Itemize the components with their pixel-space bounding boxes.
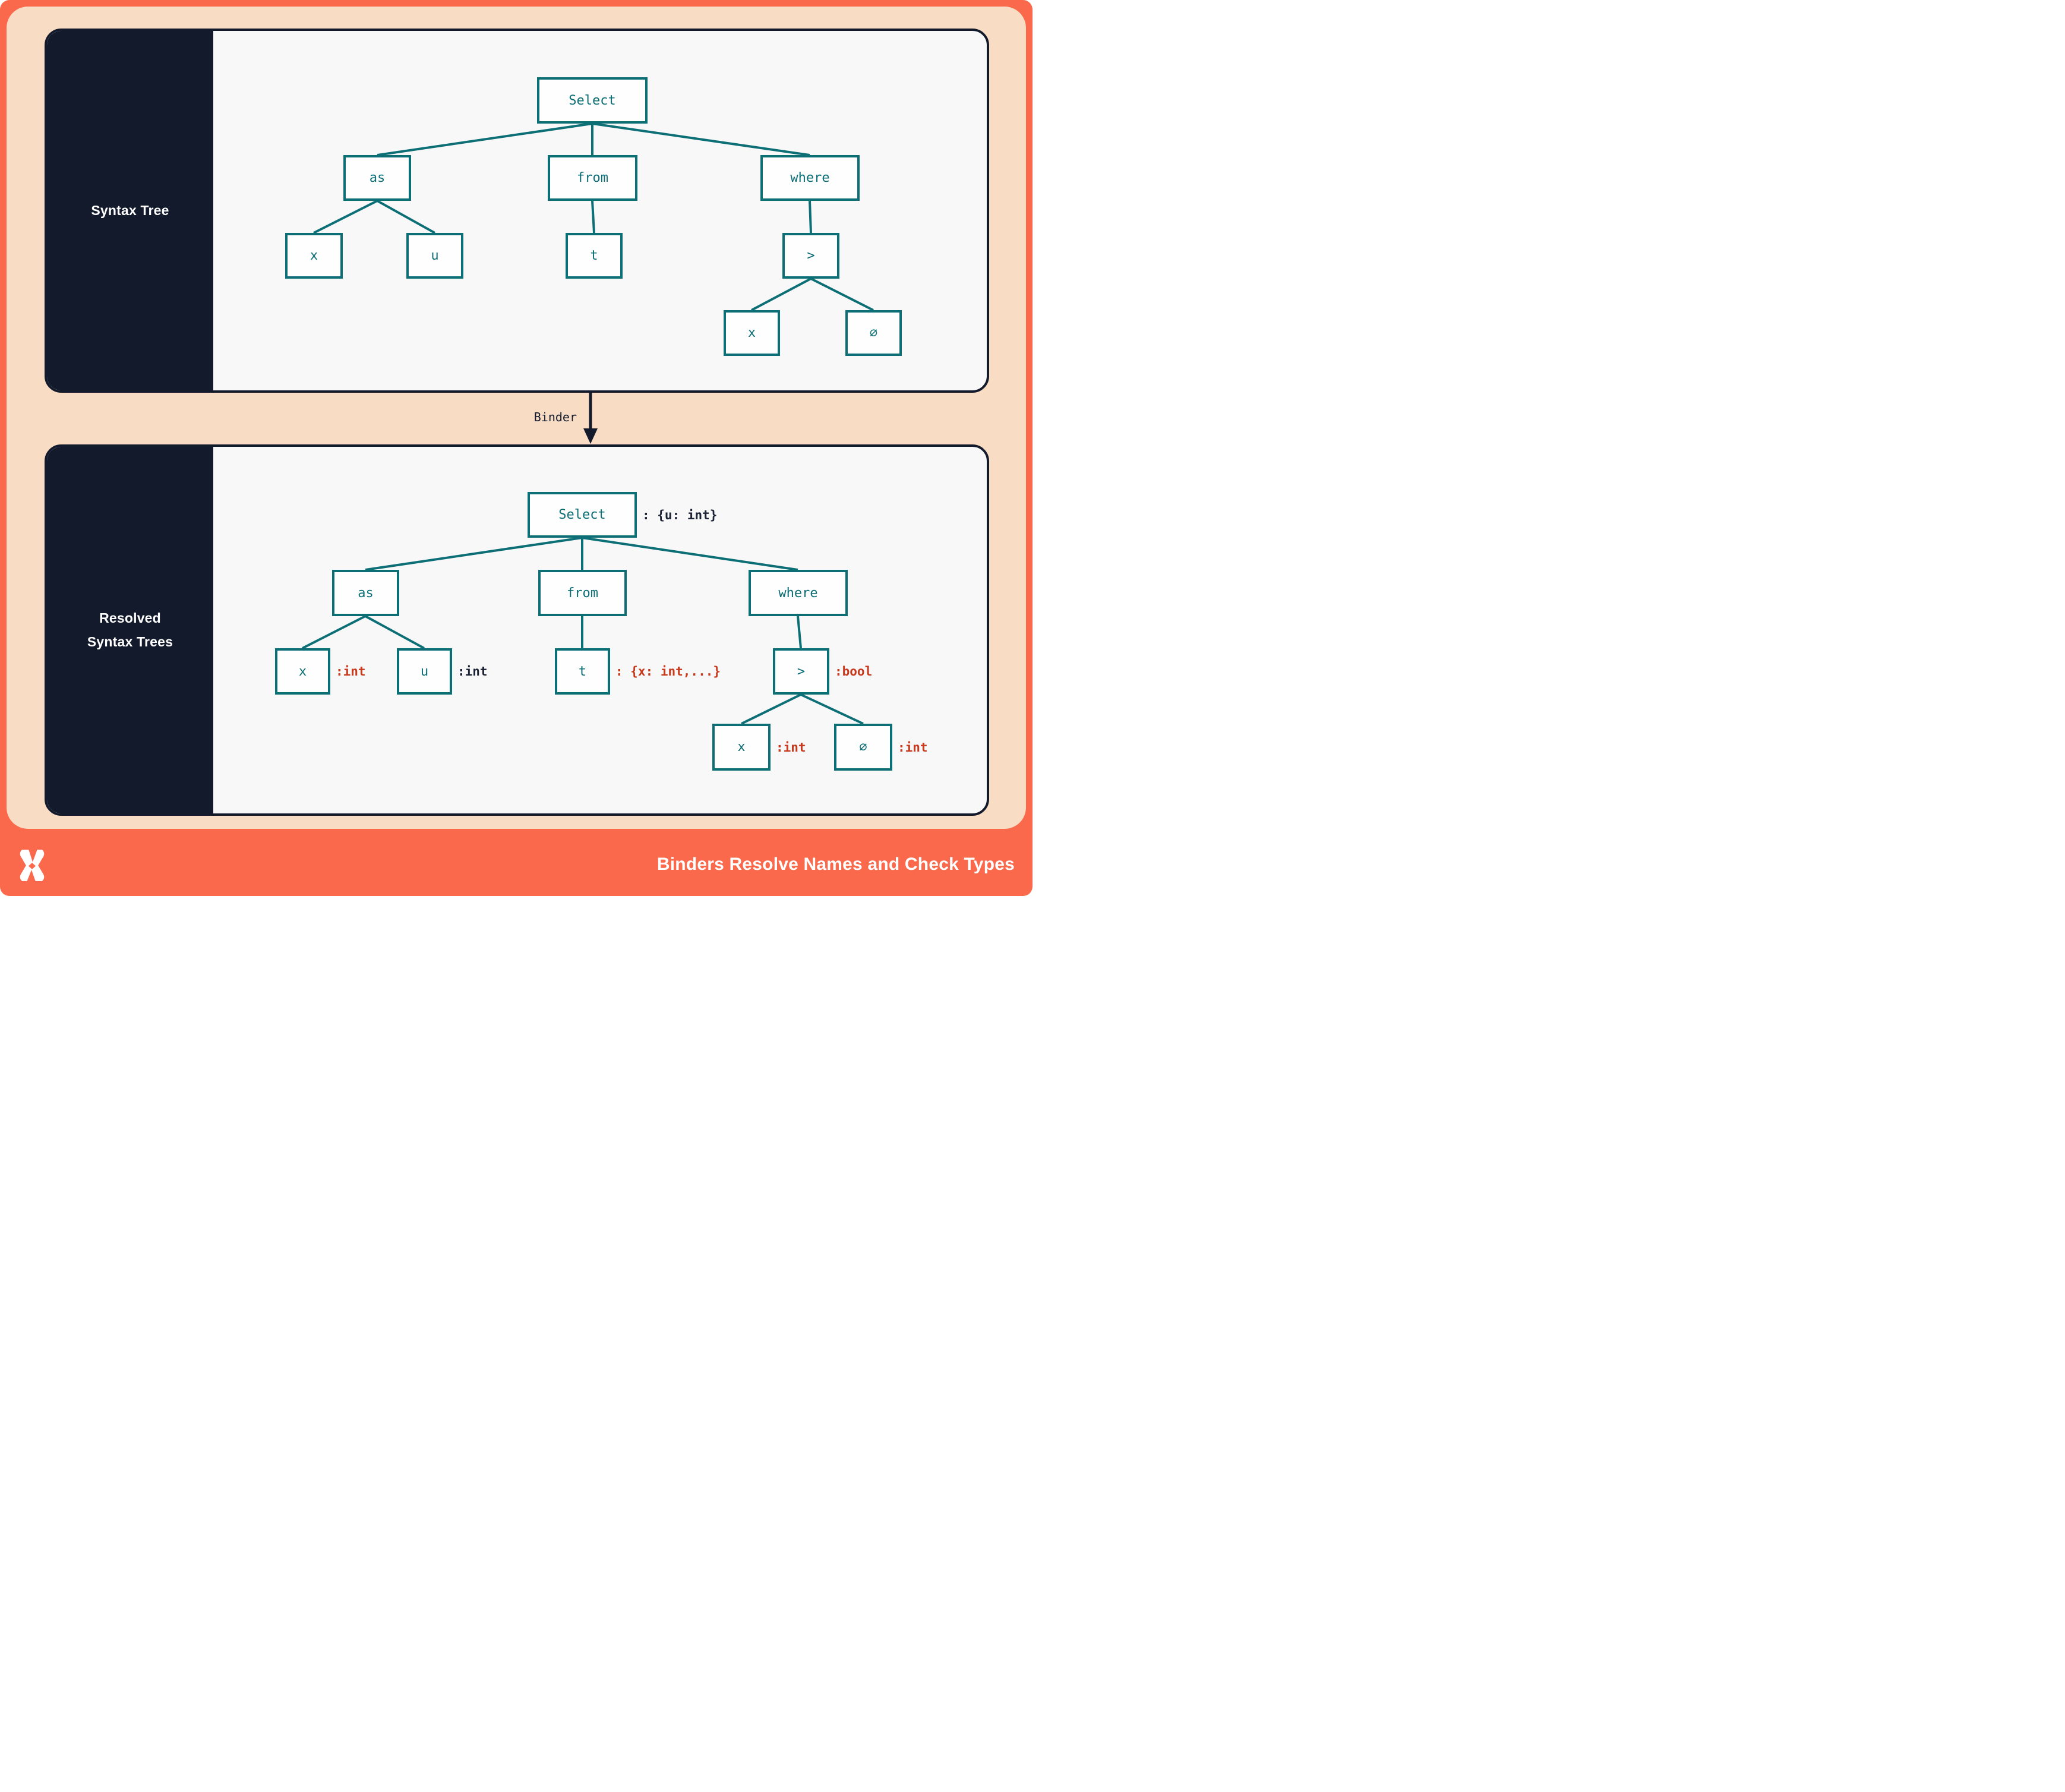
tree-node-t: t xyxy=(566,233,623,279)
type-annotation-x2: :int xyxy=(776,740,806,755)
tree-edges xyxy=(313,122,874,311)
syntax-tree-sidebar: Syntax Tree xyxy=(47,31,213,390)
diagram-canvas: Syntax Tree Select as from where x u t > xyxy=(0,0,1032,896)
tree-node-zero: ∅ xyxy=(834,724,892,771)
tree-node-u: u xyxy=(397,648,452,695)
type-annotation-x: :int xyxy=(336,664,366,679)
tree-node-select: Select xyxy=(528,492,637,538)
type-annotation-gt: :bool xyxy=(835,664,873,679)
syntax-tree-panel: Syntax Tree Select as from where x u t > xyxy=(45,29,989,393)
tree-node-where: where xyxy=(749,570,848,616)
tree-node-x2: x xyxy=(724,310,780,356)
type-annotation-u: :int xyxy=(457,664,488,679)
tree-edges xyxy=(302,537,864,725)
syntax-tree: Select as from where x u t > x ∅ xyxy=(47,31,987,390)
type-annotation-zero: :int xyxy=(898,740,928,755)
panel-title-line1: Resolved xyxy=(99,610,161,626)
xata-x-logo-icon xyxy=(20,850,45,881)
tree-node-where: where xyxy=(760,155,860,201)
resolved-syntax-tree: Select : {u: int} as from where x :int u… xyxy=(47,447,987,813)
tree-node-x2: x xyxy=(712,724,771,771)
binder-label: Binder xyxy=(533,410,577,424)
tree-node-from: from xyxy=(548,155,637,201)
tree-node-select: Select xyxy=(537,77,648,124)
panel-title-line2: Syntax Trees xyxy=(87,633,173,649)
tree-node-u: u xyxy=(406,233,463,279)
tree-node-from: from xyxy=(538,570,627,616)
tree-node-zero: ∅ xyxy=(845,310,902,356)
tree-node-x: x xyxy=(275,648,330,695)
type-annotation-t: : {x: int,...} xyxy=(615,664,721,679)
type-annotation-select: : {u: int} xyxy=(642,507,718,522)
tree-node-gt: > xyxy=(773,648,829,695)
resolved-syntax-trees-sidebar: Resolved Syntax Trees xyxy=(47,447,213,813)
footer-title: Binders Resolve Names and Check Types xyxy=(656,854,1015,874)
tree-node-t: t xyxy=(555,648,610,695)
panel-title: Syntax Tree xyxy=(91,202,169,218)
tree-node-as: as xyxy=(343,155,411,201)
tree-node-x: x xyxy=(285,233,343,279)
tree-node-gt: > xyxy=(782,233,839,279)
binder-arrow xyxy=(583,392,598,444)
resolved-syntax-trees-panel: Resolved Syntax Trees Select : {u: int} … xyxy=(45,444,989,816)
tree-node-as: as xyxy=(332,570,399,616)
